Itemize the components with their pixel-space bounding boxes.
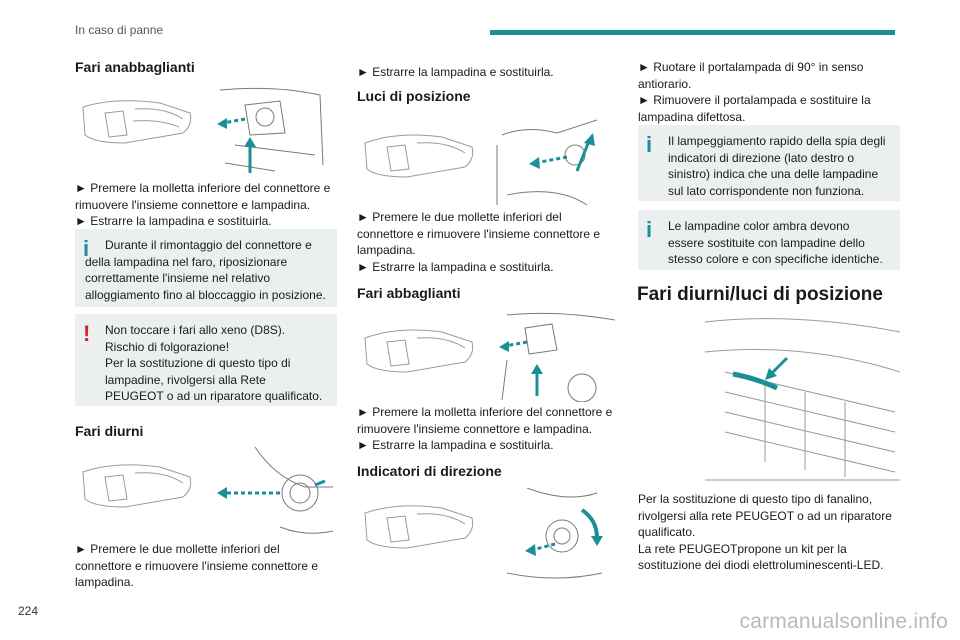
headlamp-rear-detail-icon <box>219 87 324 172</box>
info-note1-text: indicatori di direzione (lato destro o s… <box>668 150 879 198</box>
heading-indicators: Indicatori di direzione <box>357 463 502 479</box>
section-title-drl-position: Fari diurni/luci di posizione <box>637 284 883 305</box>
info-note-reassembly: i Durante il rimontaggio del connettore … <box>75 229 337 307</box>
info-note-amber-bulbs: i Le lampadine color ambra devono essere… <box>638 210 900 270</box>
arrow-right-icon <box>314 479 326 487</box>
position-lights-illustration <box>364 119 598 206</box>
arrow-left-icon <box>222 117 246 125</box>
low-beam-illustration <box>82 87 324 173</box>
arrow-left-icon <box>531 542 556 552</box>
heading-high-beam: Fari abbaglianti <box>357 285 461 301</box>
header-accent-bar <box>490 30 895 35</box>
info-note-fast-flashing: i Il lampeggiamento rapido della spia de… <box>638 125 900 201</box>
drl-led-instructions: Per la sostituzione di questo tipo di fa… <box>638 492 892 572</box>
info-note-text: Durante il rimontaggio del connettore e … <box>85 238 326 302</box>
headlamp-outline-icon <box>364 329 474 373</box>
warning-note-text: Rischio di folgorazione! Per la sostituz… <box>105 339 323 404</box>
warning-icon: ! <box>83 321 91 346</box>
drl-led-illustration <box>705 318 900 481</box>
info-note2-line1: Le lampadine color ambra devono <box>668 219 850 233</box>
arrow-left-icon <box>534 155 568 165</box>
arrow-up-right-icon <box>575 140 591 172</box>
warning-note-xenon: ! Non toccare i fari allo xeno (D8S). Ri… <box>75 314 337 406</box>
indicators-illustration <box>364 488 603 579</box>
bulb-holder-detail-icon <box>506 488 603 579</box>
led-strip-icon <box>732 371 779 391</box>
position-lights-instructions: ► Premere le due mollette inferiori del … <box>357 210 601 274</box>
info-icon: i <box>646 217 653 242</box>
high-beam-instructions: ► Premere la molletta inferiore del conn… <box>357 405 613 452</box>
info-note2-text: essere sostituite con lampadine dello st… <box>668 235 883 267</box>
indicator-instructions: ► Ruotare il portalampada di 90° in sens… <box>638 60 871 124</box>
headlamp-outline-icon <box>364 134 474 178</box>
watermark: carmanualsonline.info <box>739 610 948 633</box>
front-bumper-outline-icon <box>705 318 900 481</box>
headlamp-outline-icon <box>364 505 474 549</box>
info-icon: i <box>646 132 653 157</box>
heading-low-beam: Fari anabbaglianti <box>75 59 195 75</box>
arrow-down-left-icon <box>769 356 789 376</box>
drl-illustration <box>82 447 334 534</box>
running-header: In caso di panne <box>75 23 164 37</box>
heading-position-lights: Luci di posizione <box>357 88 471 104</box>
page-number: 224 <box>18 604 39 618</box>
info-icon: i <box>83 236 90 261</box>
high-beam-illustration <box>364 312 616 402</box>
connector-detail-icon <box>501 312 616 402</box>
low-beam-instructions: ► Premere la molletta inferiore del conn… <box>75 181 331 228</box>
headlamp-outline-icon <box>82 464 192 508</box>
drl-instructions: ► Premere le due mollette inferiori del … <box>75 542 319 589</box>
heading-drl: Fari diurni <box>75 423 144 439</box>
bulb-holder-detail-icon <box>254 447 334 534</box>
headlamp-outline-icon <box>82 100 192 144</box>
warning-note-line1: Non toccare i fari allo xeno (D8S). <box>105 323 286 337</box>
rotate-arrow-icon <box>580 508 599 539</box>
info-note1-line1: Il lampeggiamento rapido della spia degl… <box>668 134 886 148</box>
extract-bulb-instruction: ► Estrarre la lampadina e sostituirla. <box>357 65 554 79</box>
arrow-left-icon <box>504 340 528 348</box>
